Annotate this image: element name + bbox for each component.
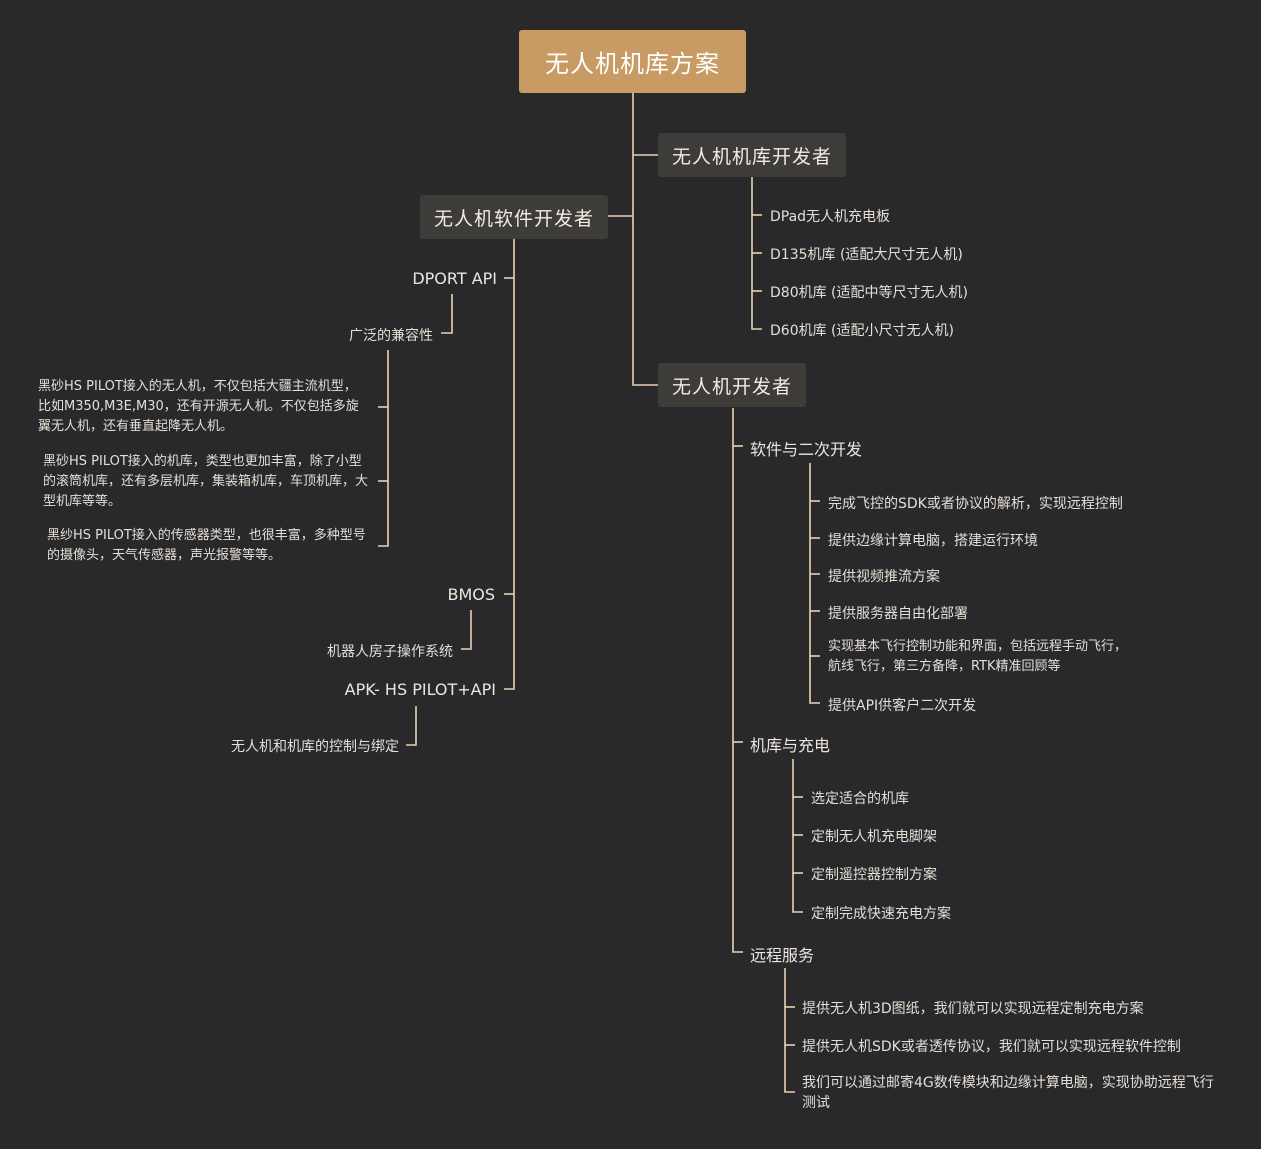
bmos-description[interactable]: 机器人房子操作系统 <box>327 644 453 660</box>
topic-drone-developer[interactable]: 无人机开发者 <box>658 363 806 407</box>
dock-item-d60[interactable]: D60机库 (适配小尺寸无人机) <box>770 323 954 339</box>
apk-description[interactable]: 无人机和机库的控制与绑定 <box>231 739 399 755</box>
topic-software-developer[interactable]: 无人机软件开发者 <box>420 195 608 239</box>
dock-charging-item-stand[interactable]: 定制无人机充电脚架 <box>811 829 937 845</box>
software-item-flight-control[interactable]: 实现基本飞行控制功能和界面，包括远程手动飞行，航线飞行，第三方备降，RTK精准回… <box>828 639 1128 674</box>
remote-item-4g[interactable]: 我们可以通过邮寄4G数传模块和边缘计算电脑，实现协助远程飞行测试 <box>802 1075 1214 1111</box>
dock-item-d135[interactable]: D135机库 (适配大尺寸无人机) <box>770 247 963 263</box>
dock-item-d80[interactable]: D80机库 (适配中等尺寸无人机) <box>770 285 968 301</box>
remote-item-3d[interactable]: 提供无人机3D图纸，我们就可以实现远程定制充电方案 <box>802 1001 1144 1017</box>
topic-compatibility[interactable]: 广泛的兼容性 <box>349 328 433 344</box>
dock-charging-item-fast[interactable]: 定制完成快速充电方案 <box>811 906 951 922</box>
compat-paragraph-sensors[interactable]: 黑纱HS PILOT接入的传感器类型，也很丰富，多种型号的摄像头，天气传感器，声… <box>47 528 366 563</box>
dock-item-dpad[interactable]: DPad无人机充电板 <box>770 209 891 225</box>
software-item-sdk[interactable]: 完成飞控的SDK或者协议的解析，实现远程控制 <box>828 496 1123 512</box>
software-item-video-stream[interactable]: 提供视频推流方案 <box>828 569 940 585</box>
root-topic[interactable]: 无人机机库方案 <box>519 30 746 93</box>
compat-paragraph-drones[interactable]: 黑砂HS PILOT接入的无人机，不仅包括大疆主流机型，比如M350,M3E,M… <box>38 379 359 434</box>
topic-dock-charging[interactable]: 机库与充电 <box>750 736 831 755</box>
compat-paragraph-docks[interactable]: 黑砂HS PILOT接入的机库，类型也更加丰富，除了小型的滚筒机库，还有多层机库… <box>43 454 369 509</box>
topic-software-secondary-dev[interactable]: 软件与二次开发 <box>750 440 863 459</box>
topic-bmos[interactable]: BMOS <box>447 585 495 604</box>
dock-charging-item-remote[interactable]: 定制遥控器控制方案 <box>811 867 937 883</box>
topic-dock-developer[interactable]: 无人机机库开发者 <box>658 133 846 177</box>
software-item-edge-computer[interactable]: 提供边缘计算电脑，搭建运行环境 <box>828 533 1038 549</box>
remote-item-sdk[interactable]: 提供无人机SDK或者透传协议，我们就可以实现远程软件控制 <box>802 1039 1181 1055</box>
topic-remote-service[interactable]: 远程服务 <box>750 946 815 965</box>
dock-charging-item-select[interactable]: 选定适合的机库 <box>811 791 909 807</box>
software-item-api[interactable]: 提供API供客户二次开发 <box>828 698 977 714</box>
topic-apk-hs-pilot[interactable]: APK- HS PILOT+API <box>344 680 496 699</box>
topic-dport-api[interactable]: DPORT API <box>412 269 497 288</box>
software-item-server-deploy[interactable]: 提供服务器自由化部署 <box>828 606 968 622</box>
